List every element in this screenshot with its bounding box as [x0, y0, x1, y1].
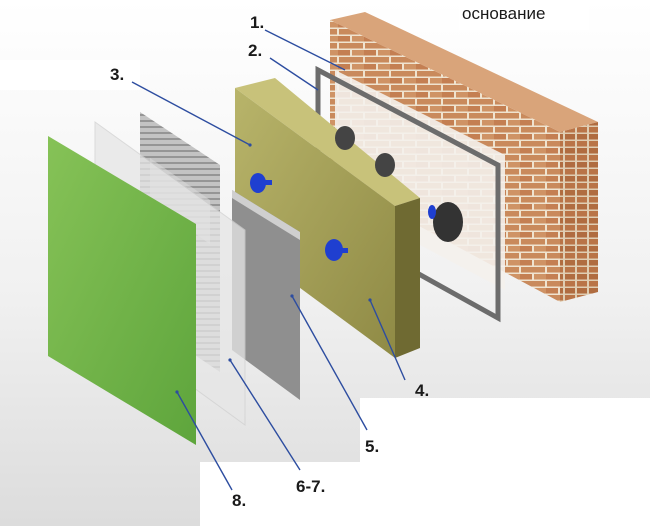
leader-dots: [175, 143, 372, 394]
label-3: 3.: [110, 65, 125, 84]
label-plate: [200, 462, 360, 526]
label-plate: [459, 0, 589, 30]
leader-lines: [131, 29, 406, 491]
dowel-icon: [325, 239, 348, 261]
decorative-finish-layer: [48, 136, 196, 445]
label-8: 8.: [232, 491, 247, 510]
label-plate: [360, 398, 650, 526]
label-4: 4.: [415, 381, 430, 400]
insulation-board: [235, 78, 463, 358]
base-label: основание: [462, 4, 546, 23]
dowel-icon: [428, 205, 436, 219]
label-6-7: 6-7.: [296, 477, 326, 496]
label-2: 2.: [248, 41, 263, 60]
base-coat-layer: [232, 190, 300, 400]
label-1: 1.: [250, 13, 265, 32]
adhesive-layer: [335, 70, 505, 290]
label-plate: [0, 60, 140, 90]
dowel-icon: [250, 173, 272, 193]
label-5: 5.: [365, 437, 380, 456]
